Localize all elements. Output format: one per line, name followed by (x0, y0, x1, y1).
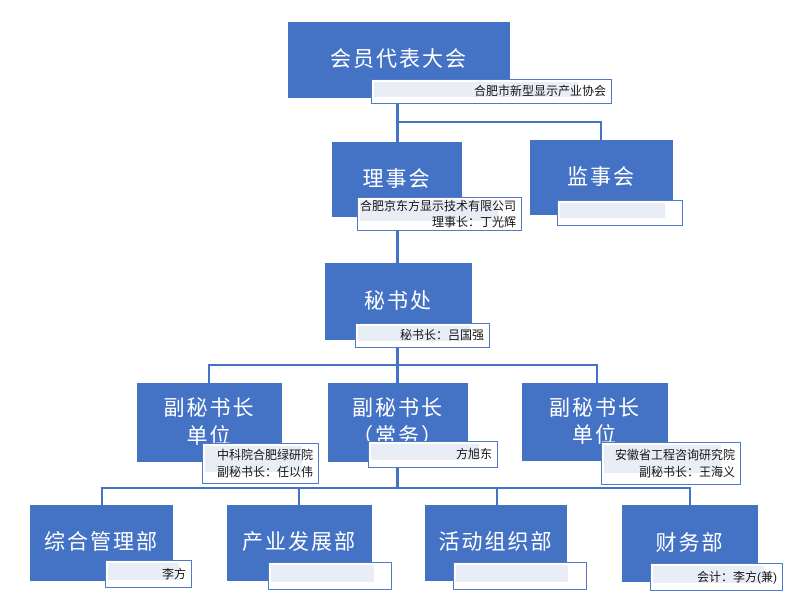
label-text (269, 563, 391, 589)
connector-line (101, 487, 103, 505)
connector-line (496, 487, 498, 505)
label-text (454, 563, 586, 589)
org-label-dept-industry-dev (268, 562, 392, 590)
label-text: 方旭东 (369, 442, 497, 467)
label-text-line: 合肥市新型显示产业协会 (473, 84, 606, 99)
label-text-line: 安徽省工程咨询研究院 (614, 448, 735, 463)
org-label-deputy-unit-left: 中科院合肥绿研院 副秘书长：任以伟 (202, 443, 319, 484)
node-title-line: 秘书处 (364, 289, 433, 313)
org-label-dept-finance: 会计：李方(兼) (650, 563, 783, 591)
label-text: 安徽省工程咨询研究院 副秘书长：王海义 (602, 443, 740, 484)
org-label-dept-activity (453, 562, 587, 590)
label-text: 会计：李方(兼) (651, 564, 782, 590)
label-text-line: 副秘书长：任以伟 (216, 464, 313, 479)
org-label-secretariat: 秘书长：吕国强 (355, 323, 490, 348)
org-label-council: 合肥京东方显示技术有限公司 理事长：丁光辉 (357, 197, 522, 231)
node-title-line: 副秘书长 (163, 397, 256, 421)
label-text: 中科院合肥绿研院 副秘书长：任以伟 (203, 444, 318, 483)
node-title-line: 理事会 (362, 167, 432, 191)
connector-line (396, 364, 399, 383)
org-node-dept-industry-dev: 产业发展部 (227, 505, 372, 581)
label-highlight (205, 446, 302, 473)
node-title-line: 监事会 (567, 165, 636, 189)
label-highlight (653, 566, 764, 583)
connector-line (600, 121, 602, 140)
node-title-line: 副秘书长 (549, 396, 641, 420)
node-title-line: 副秘书长 (352, 397, 444, 421)
label-text: 秘书长：吕国强 (356, 324, 489, 347)
label-text: 合肥京东方显示技术有限公司 理事长：丁光辉 (358, 198, 521, 230)
label-highlight (358, 326, 471, 341)
label-highlight (108, 563, 180, 580)
org-label-deputy-unit-right: 安徽省工程咨询研究院 副秘书长：王海义 (601, 442, 741, 485)
connector-line (596, 364, 598, 383)
node-title-line: 单位 (186, 424, 233, 448)
label-text-line: 秘书长：吕国强 (399, 328, 484, 343)
label-highlight (560, 203, 665, 219)
connector-line (396, 100, 399, 122)
label-text-line: 合肥京东方显示技术有限公司 (359, 198, 516, 213)
label-highlight (360, 200, 499, 222)
label-text-line: 方旭东 (455, 447, 492, 462)
connector-line (396, 460, 399, 489)
org-label-dept-general-admin: 李方 (105, 560, 192, 588)
node-title-line: 会员代表大会 (330, 48, 468, 72)
connector-line (208, 364, 210, 383)
label-text: 李方 (106, 561, 191, 587)
connector-line (396, 343, 399, 365)
node-title-line: 综合管理部 (44, 531, 159, 555)
connector-line (396, 225, 399, 263)
label-highlight (271, 565, 374, 582)
connector-line (689, 487, 691, 505)
node-title-line: 财务部 (655, 531, 725, 555)
connector-line (397, 121, 602, 123)
label-text-line: 会计：李方(兼) (697, 569, 777, 584)
connector-line (101, 487, 691, 489)
node-title-line: 单位 (572, 424, 618, 447)
label-highlight (374, 82, 578, 97)
label-highlight (371, 444, 480, 460)
node-title-line: 产业发展部 (242, 531, 357, 555)
label-text-line: 副秘书长：王海义 (638, 464, 735, 479)
connector-line (208, 364, 598, 366)
node-title-line: 活动组织部 (438, 531, 554, 555)
org-label-assembly: 合肥市新型显示产业协会 (371, 79, 612, 104)
connector-line (298, 487, 300, 505)
label-text-line: 理事长：丁光辉 (431, 215, 516, 229)
org-label-deputy-managing: 方旭东 (368, 441, 498, 468)
label-text-line: 李方 (161, 566, 186, 581)
org-label-supervisory (557, 200, 683, 226)
label-text: 合肥市新型显示产业协会 (372, 80, 611, 103)
label-text (558, 201, 682, 225)
label-highlight (456, 565, 568, 582)
label-text-line: 中科院合肥绿研院 (216, 448, 313, 463)
label-highlight (604, 445, 721, 473)
connector-line (396, 121, 399, 142)
